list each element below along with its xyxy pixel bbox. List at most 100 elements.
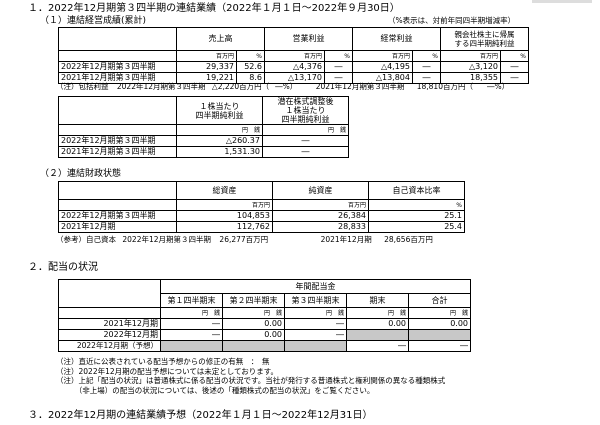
header-total-assets: 総資産 (176, 181, 273, 200)
cell: ― (284, 318, 347, 330)
unit-label: 円 銭 (387, 309, 406, 317)
row-label: 2021年12月期 (58, 221, 177, 233)
header-equity-ratio: 自己資本比率 (368, 181, 465, 200)
cell: 112,762 (176, 221, 273, 233)
cell-shaded (408, 329, 471, 341)
cell: 104,853 (176, 210, 273, 222)
unit-label: 円 銭 (327, 126, 346, 134)
row-label: 2021年12月期第３四半期 (58, 72, 177, 84)
table-row: 2021年12月期第３四半期 1,531.30 ― (58, 146, 349, 158)
cell: ― (324, 61, 353, 73)
row-label: 2022年12月期第３四半期 (58, 61, 177, 73)
section1-title: １．2022年12月期第３四半期の連結業績（2022年１月１日～2022年９月3… (28, 3, 400, 14)
cell: 0.00 (408, 318, 471, 330)
cell: 18,355 (440, 72, 501, 84)
header-eps: １株当たり 四半期純利益 (176, 96, 263, 125)
table-row: 2022年12月期第３四半期 29,337 52.6 △4,376 ― △4,1… (58, 61, 529, 73)
table-row: 2021年12月期第３四半期 19,221 8.6 △13,170 ― △13,… (58, 72, 529, 84)
table-row: 2022年12月期第３四半期 104,853 26,384 25.1 (58, 210, 465, 222)
unit-label: 円 銭 (241, 126, 260, 134)
unit-label: 円 銭 (201, 309, 220, 317)
cell: 25.1 (368, 210, 465, 222)
sub1-title: （１）連結経営成績(累計) (40, 16, 147, 26)
header-operating-income: 営業利益 (264, 27, 353, 51)
row-label: 2022年12月期（予想） (58, 340, 161, 352)
note-period: 2022年12月期第３四半期 (122, 235, 212, 244)
cell-shaded (160, 340, 223, 352)
note-line: （注）2022年12月期の配当予想については未定としております。 (56, 366, 279, 376)
dividends-table: 年間配当金 第１四半期末 第２四半期末 第３四半期末 期末 合計 円 銭 円 銭… (58, 279, 471, 352)
note-pct: ―%） (486, 82, 510, 91)
cell: 52.6 (236, 61, 265, 73)
header-bar-fragment (532, 0, 592, 3)
sub1-note: （%表示は、対前年同四半期増減率） (388, 16, 516, 25)
financial-position-table: 総資産 純資産 自己資本比率 百万円 百万円 % 2022年12月期第３四半期 … (58, 181, 465, 233)
note-pct: ―%） (275, 82, 298, 91)
cell: △3,120 (440, 61, 501, 73)
note-value: 28,656百万円 (384, 235, 433, 244)
unit-label: 百万円 (391, 52, 410, 60)
unit-label: 百万円 (479, 52, 498, 60)
cell: △4,376 (264, 61, 325, 73)
unit-label: 円 銭 (263, 309, 282, 317)
unit-label: % (344, 52, 350, 60)
row-label: 2021年12月期 (58, 318, 161, 330)
unit-label: 円 銭 (449, 309, 468, 317)
row-label: 2022年12月期第３四半期 (58, 135, 177, 147)
comprehensive-income-note: （注）包括利益 2022年12月期第３四半期 △2,220百万円（ ―%） 202… (56, 83, 509, 91)
cell: 8.6 (236, 72, 265, 84)
cell: △4,195 (352, 61, 413, 73)
header-net-assets: 純資産 (272, 181, 369, 200)
unit-label: % (256, 52, 262, 60)
note-value: 26,277百万円 (219, 235, 269, 244)
cell: 28,833 (272, 221, 369, 233)
unit-label: 百万円 (215, 52, 234, 60)
header-ordinary-income: 経常利益 (352, 27, 441, 51)
cell: ― (284, 329, 347, 341)
cell: ― (346, 340, 409, 352)
cell: ― (160, 318, 223, 330)
cell: ― (262, 146, 349, 158)
sub2-title: （２）連結財政状態 (40, 169, 122, 179)
cell: 0.00 (222, 329, 285, 341)
cell-shaded (222, 340, 285, 352)
cell: 25.4 (368, 221, 465, 233)
table-row: 2021年12月期 112,762 28,833 25.4 (58, 221, 465, 233)
header-year-end: 期末 (346, 293, 409, 308)
note-period: 2022年12月期第３四半期 (116, 82, 206, 91)
cell: 0.00 (222, 318, 285, 330)
note-period: 2021年12月期 (320, 235, 372, 244)
note-prefix: （注）包括利益 (56, 82, 109, 91)
header-sales: 売上高 (176, 27, 265, 51)
note-line: （注）直近に公表されている配当予想からの修正の有無 ： 無 (56, 357, 270, 366)
header-q1: 第１四半期末 (160, 293, 223, 308)
unit-label: 百万円 (303, 52, 322, 60)
row-label: 2022年12月期 (58, 329, 161, 341)
eps-table: １株当たり 四半期純利益 潜在株式調整後 １株当たり 四半期純利益 円 銭 円 … (58, 96, 349, 158)
dividend-notes: （注）直近に公表されている配当予想からの修正の有無 ： 無 （注）2022年12… (56, 357, 445, 395)
note-value: △2,220百万円（ (211, 82, 270, 91)
note-prefix: （参考）自己資本 (56, 235, 116, 244)
unit-label: 円 銭 (325, 309, 344, 317)
cell-shaded (346, 329, 409, 341)
cell: ― (500, 61, 529, 73)
note-value: 18,810百万円（ (416, 82, 473, 91)
cell: ― (262, 135, 349, 147)
cell: ― (412, 72, 441, 84)
table-row: 2022年12月期（予想） ― ― (58, 340, 471, 352)
cell: 0.00 (346, 318, 409, 330)
header-q3: 第３四半期末 (284, 293, 347, 308)
cell: △13,804 (352, 72, 413, 84)
unit-label: % (432, 52, 438, 60)
table-row: 2022年12月期 ― 0.00 ― (58, 329, 471, 341)
note-period: 2021年12月期第３四半期 (315, 82, 405, 91)
table-row: 2022年12月期第３四半期 △260.37 ― (58, 135, 349, 147)
cell: 29,337 (176, 61, 237, 73)
cell: ― (408, 340, 471, 352)
cell: △13,170 (264, 72, 325, 84)
unit-label: 百万円 (251, 201, 270, 209)
note-line: （注）上記「配当の状況」は普通株式に係る配当の状況です。当社が発行する普通株式と… (56, 376, 446, 385)
row-label: 2021年12月期第３四半期 (58, 146, 177, 158)
cell: △260.37 (176, 135, 263, 147)
section3-title: ３．2022年12月期の連結業績予想（2022年１月１日～2022年12月31日… (28, 410, 373, 421)
